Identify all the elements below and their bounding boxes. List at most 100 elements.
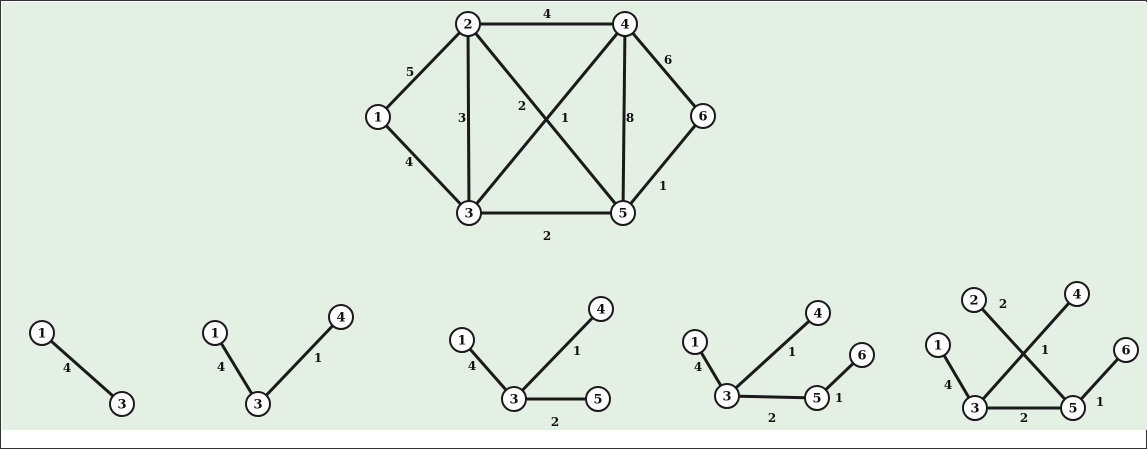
graph-step-5: 4 2 1 2 1 1 2 3 4 5 6 [925, 281, 1139, 425]
node-circle-1 [682, 329, 708, 355]
edge-3-5 [725, 394, 819, 400]
node-circle-4 [588, 296, 614, 322]
edge-4-5 [621, 22, 627, 215]
edge-weight-label: 2 [518, 99, 526, 113]
edge-weight-label: 1 [835, 391, 843, 405]
edge-weight-label: 1 [573, 344, 581, 358]
edge-weight-label: 4 [543, 7, 551, 21]
edge-weight-label: 2 [999, 297, 1007, 311]
edge-2-3 [466, 22, 471, 215]
node-circle-4 [612, 11, 638, 37]
edge-1-3 [376, 115, 471, 215]
node-label: 1 [373, 111, 382, 126]
edge-3-4 [467, 22, 627, 215]
node-circle-3 [456, 200, 482, 226]
edge-weight-label: 8 [626, 111, 634, 125]
node-label: 1 [933, 339, 942, 354]
node-label: 4 [813, 307, 822, 322]
node-label: 2 [969, 294, 978, 309]
node-circle-3 [714, 383, 740, 409]
node-circle-5 [610, 200, 636, 226]
edge-5-6 [621, 114, 705, 215]
edge-weight-label: 4 [217, 360, 225, 374]
edge-1-3 [40, 331, 124, 406]
diagram-background [2, 2, 1147, 430]
graph-step-2: 4 1 1 3 4 [202, 304, 354, 417]
graph-full-graph: 5 4 3 4 2 1 2 8 6 1 1 2 3 4 5 6 [365, 7, 716, 243]
node-circle-4 [805, 300, 831, 326]
node-label: 3 [464, 207, 473, 222]
node-circle-5 [1060, 395, 1086, 421]
edge-weight-label: 4 [405, 155, 413, 169]
edge-weight-label: 3 [458, 111, 466, 125]
node-label: 2 [463, 18, 472, 33]
edge-weight-label: 4 [468, 359, 476, 373]
node-circle-6 [849, 342, 875, 368]
node-label: 5 [618, 207, 627, 222]
node-label: 5 [812, 392, 821, 407]
edge-3-4 [256, 315, 343, 406]
node-circle-2 [455, 11, 481, 37]
node-circle-1 [29, 320, 55, 346]
node-circle-6 [690, 103, 716, 129]
node-label: 3 [970, 402, 979, 417]
node-circle-6 [1113, 337, 1139, 363]
edge-weight-label: 2 [768, 411, 776, 425]
node-label: 3 [253, 398, 262, 413]
edge-5-6 [1071, 348, 1128, 410]
edge-weight-label: 1 [659, 179, 667, 193]
node-circle-5 [804, 385, 830, 411]
edge-weight-label: 1 [314, 351, 322, 365]
node-circle-3 [109, 391, 135, 417]
node-label: 3 [722, 390, 731, 405]
mst-diagram: 5434212861123456413411344121345412113456… [2, 2, 1147, 430]
graph-step-4: 4 1 2 1 1 3 4 5 6 [682, 300, 875, 425]
edge-weight-label: 1 [1096, 395, 1104, 409]
node-circle-1 [202, 320, 228, 346]
edge-1-3 [213, 331, 260, 406]
node-circle-4 [1064, 281, 1090, 307]
node-circle-3 [962, 395, 988, 421]
node-circle-5 [585, 386, 611, 412]
edge-3-4 [725, 311, 820, 398]
edge-weight-label: 4 [694, 360, 702, 374]
edge-weight-label: 2 [551, 415, 559, 429]
node-label: 4 [596, 303, 605, 318]
graph-step-1: 4 1 3 [29, 320, 135, 417]
node-circle-1 [925, 332, 951, 358]
node-label: 3 [117, 398, 126, 413]
node-label: 6 [857, 349, 866, 364]
edge-weight-label: 4 [63, 361, 71, 375]
edge-weight-label: 6 [664, 53, 672, 67]
node-label: 1 [210, 327, 219, 342]
node-label: 1 [457, 334, 466, 349]
edge-weight-label: 2 [1020, 411, 1028, 425]
node-circle-2 [961, 287, 987, 313]
node-label: 1 [690, 336, 699, 351]
node-label: 5 [1068, 402, 1077, 417]
node-circle-3 [245, 391, 271, 417]
edge-weight-label: 1 [561, 111, 569, 125]
edge-1-3 [460, 338, 516, 401]
node-circle-3 [501, 386, 527, 412]
node-label: 4 [620, 18, 629, 33]
node-label: 3 [509, 393, 518, 408]
edge-weight-label: 5 [406, 65, 414, 79]
node-label: 6 [698, 110, 707, 125]
edge-weight-label: 1 [1041, 343, 1049, 357]
edge-3-4 [512, 307, 603, 401]
edge-weight-label: 4 [944, 378, 952, 392]
node-circle-1 [365, 104, 391, 130]
edge-weight-label: 2 [543, 229, 551, 243]
node-label: 6 [1121, 344, 1130, 359]
node-label: 4 [336, 311, 345, 326]
node-circle-1 [449, 327, 475, 353]
node-label: 1 [37, 327, 46, 342]
edge-1-2 [376, 22, 470, 119]
node-label: 5 [593, 393, 602, 408]
node-label: 4 [1072, 288, 1081, 303]
edge-weight-label: 1 [788, 345, 796, 359]
edge-3-4 [973, 292, 1079, 410]
